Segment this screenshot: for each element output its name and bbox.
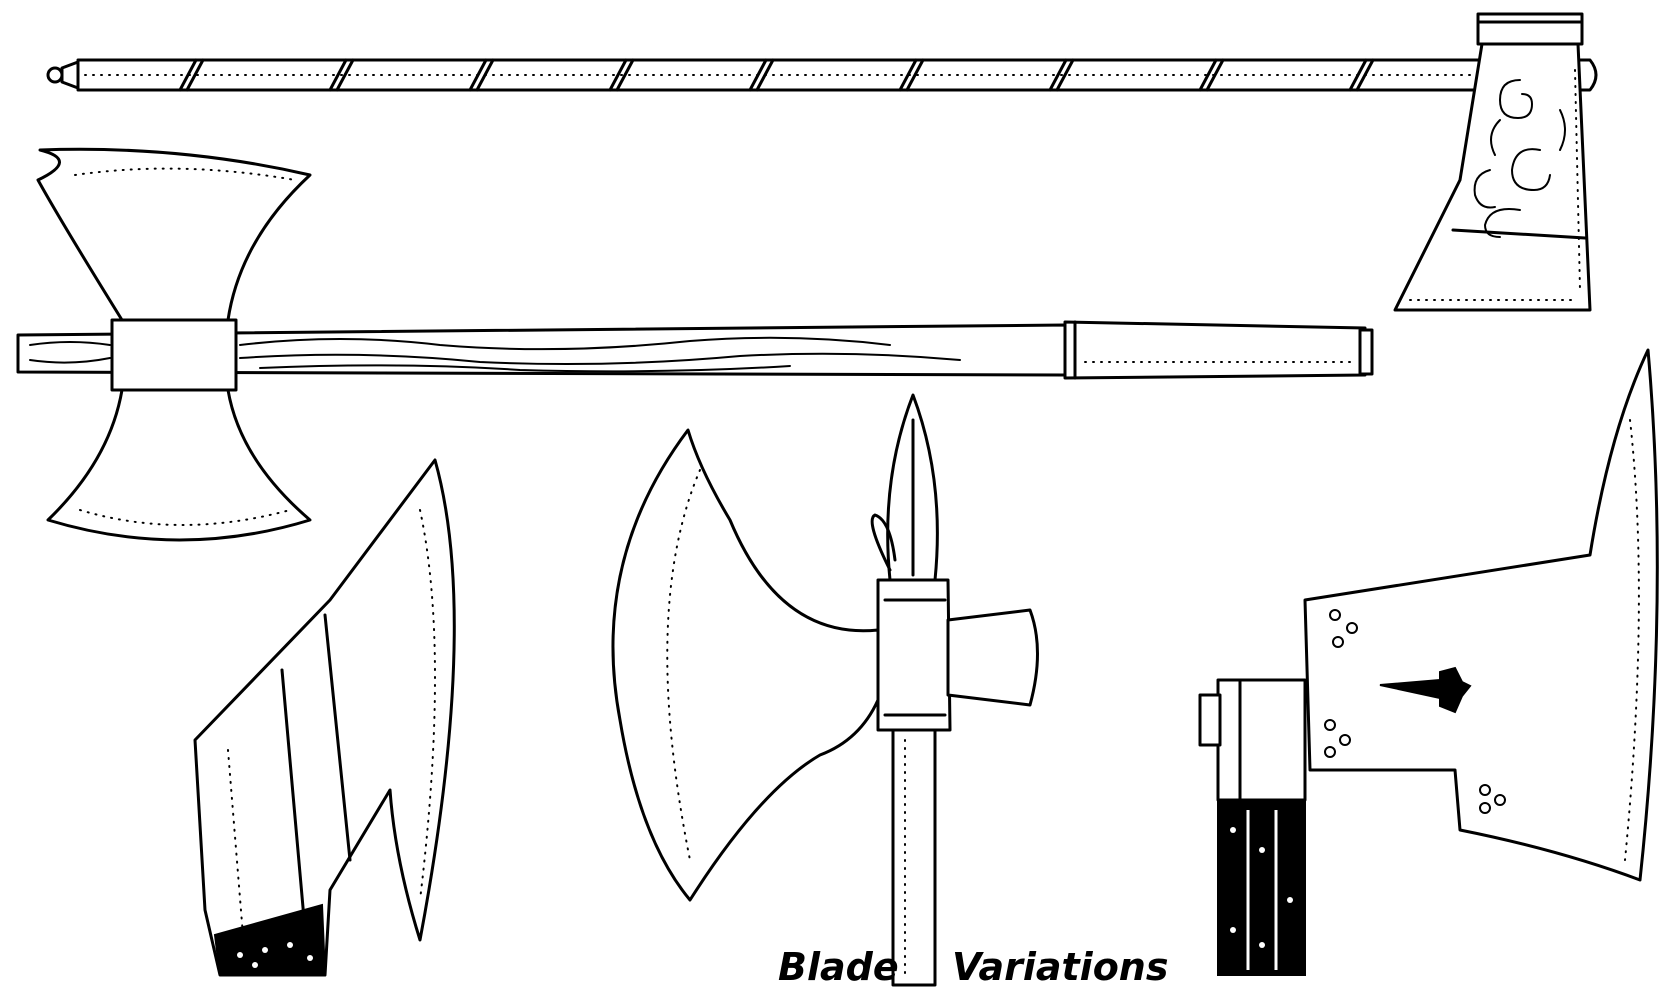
caption-variations: Variations [952, 945, 1169, 989]
bearded-axe-head [193, 458, 456, 977]
long-bearded-axe [46, 12, 1598, 312]
double-bit-battle-axe [16, 147, 1374, 542]
broad-axe-head [1198, 348, 1659, 976]
halberd-spear-axe [611, 393, 1039, 987]
caption-blade: Blade [778, 945, 899, 989]
